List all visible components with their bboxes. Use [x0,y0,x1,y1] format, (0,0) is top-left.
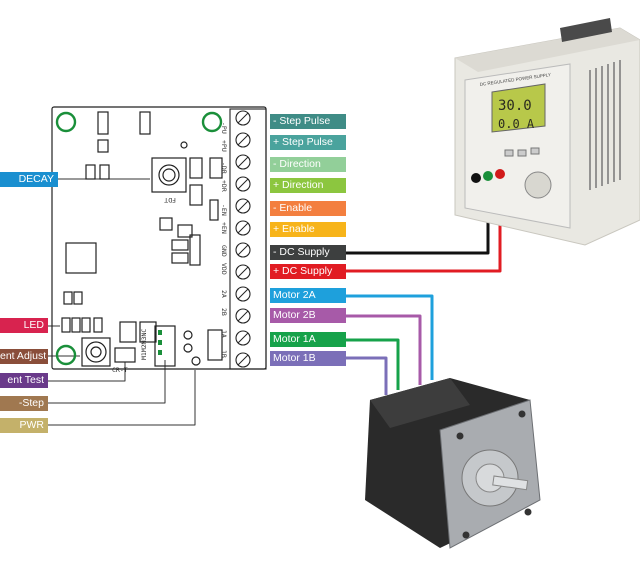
label-direction-negative: - Direction [270,157,346,172]
pcb-cur-t-label: CR-T [112,366,128,374]
terminal-screw-slot [237,310,249,322]
driver-board [51,106,267,370]
power-supply: 30.0 0.0 A DC REGULATED POWER SUPPLY [454,18,640,246]
terminal-screw-slot [237,134,249,146]
pcb-msel-label: M1M2M3NC [140,329,148,360]
terminal-screw-slot [237,178,249,190]
terminal-screw-slot [237,266,249,278]
line-current-test [48,362,126,382]
terminal-screw-slot [237,112,249,124]
psu-volts: 30.0 [498,98,532,114]
label-direction-positive: + Direction [270,178,346,193]
terminal-screw-slot [237,156,249,168]
pcb-1b: 1B [220,350,228,358]
terminal-screw-slot [237,200,249,212]
pcb-pu-pos: +PU [220,140,228,152]
label-enable-negative: - Enable [270,201,346,216]
psu-amps: 0.0 A [498,117,535,131]
label-dc-supply-positive: + DC Supply [270,264,346,279]
terminal-screw-slot [237,288,249,300]
wire-motor-2b [345,314,422,385]
label-current-adjust: ent Adjust [0,349,48,364]
label-motor-1a: Motor 1A [270,332,346,347]
pcb-fdt-label: FDT [164,196,176,204]
label-dc-supply-negative: - DC Supply [270,245,346,260]
pcb-2a: 2A [220,290,228,298]
pcb-en-pos: +EN [220,222,228,234]
wire-motor-2a [345,294,434,380]
psu-knob [524,171,552,199]
pcb-labels: FDT CR-T M1M2M3NC -PU +PU -DR +DR -EN +E… [112,122,228,374]
pcb-pu-neg: -PU [220,122,228,134]
line-pwr [48,370,196,426]
label-decay: DECAY [0,172,58,187]
label-micro-step: -Step [0,396,48,411]
label-motor-2b: Motor 2B [270,308,346,323]
terminal-screw-slot [237,332,249,344]
terminal-block [229,108,267,370]
pcb-dr-pos: +DR [220,180,228,192]
psu-terminal-green [483,171,493,181]
label-enable-positive: + Enable [270,222,346,237]
wire-motor-1a [345,338,400,390]
label-step-pulse-negative: - Step Pulse [270,114,346,129]
pcb-1a: 1A [220,330,228,338]
label-step-pulse-positive: + Step Pulse [270,135,346,150]
psu-terminal-black [471,173,481,183]
terminal-screw-slot [237,244,249,256]
wire-motor-1b [345,356,388,395]
line-micro-step [48,360,166,404]
pcb-en-neg: -EN [220,204,228,216]
board-leds [158,330,162,355]
psu-terminal-red [495,169,505,179]
label-pwr: PWR [0,418,48,433]
terminal-screw-slot [237,354,249,366]
terminal-screw-slot [237,222,249,234]
label-motor-1b: Motor 1B [270,351,346,366]
label-led: LED [0,318,48,333]
pcb-vdd: VDD [220,263,228,275]
label-current-test: ent Test [0,373,48,388]
pcb-dr-neg: -DR [220,162,228,174]
pcb-2b: 2B [220,308,228,316]
pcb-gnd: GND [220,245,228,257]
terminal-screws [235,110,251,368]
stepper-motor [365,378,541,549]
label-motor-2a: Motor 2A [270,288,346,303]
